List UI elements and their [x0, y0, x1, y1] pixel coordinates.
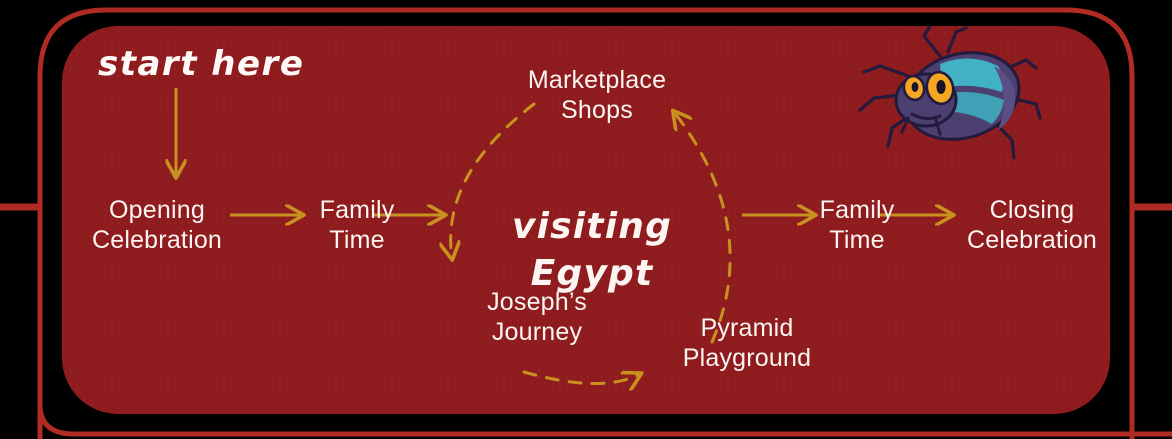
connector-joseph-to-pyramid	[522, 370, 640, 384]
node-josephs-journey[interactable]: Joseph’s Journey	[422, 288, 652, 347]
node-closing-celebration[interactable]: Closing Celebration	[922, 196, 1110, 255]
content-panel: start here Opening Celebration Family Ti…	[62, 26, 1110, 414]
flow-connectors	[62, 88, 1110, 414]
node-line-1: Family	[819, 196, 895, 224]
node-line-1: Closing	[989, 196, 1075, 224]
node-line-1: Opening	[109, 196, 205, 224]
node-line-2: Playground	[682, 343, 812, 372]
center-title-line-1: visiting	[511, 206, 673, 247]
node-line-1: Joseph’s	[487, 288, 587, 316]
node-opening-celebration[interactable]: Opening Celebration	[62, 196, 252, 255]
node-line-2: Time	[829, 225, 885, 254]
node-line-2: Time	[329, 225, 385, 254]
node-line-2: Celebration	[91, 225, 223, 254]
node-line-1: Pyramid	[700, 314, 794, 342]
frame-outline-top	[37, 7, 1135, 439]
node-line-2: Journey	[491, 317, 583, 346]
scarab-beetle-icon	[858, 26, 1042, 160]
node-line-1: Family	[319, 196, 395, 224]
node-line-2: Celebration	[966, 225, 1098, 254]
node-line-2: Shops	[561, 95, 633, 124]
center-title-visiting-egypt: visiting Egypt	[462, 204, 722, 298]
connector-marketplace-to-joseph	[451, 102, 536, 258]
frame-outline-bottom	[37, 404, 1172, 437]
node-family-time-first[interactable]: Family Time	[282, 196, 432, 255]
node-family-time-second[interactable]: Family Time	[782, 196, 932, 255]
node-line-1: Marketplace	[527, 66, 667, 94]
connector-pyramid-to-marketplace	[674, 112, 732, 344]
center-title-line-2: Egypt	[530, 252, 654, 294]
start-here-label: start here	[98, 44, 304, 84]
node-marketplace-shops[interactable]: Marketplace Shops	[482, 66, 712, 125]
start-here-text: start here	[98, 44, 305, 84]
node-pyramid-playground[interactable]: Pyramid Playground	[622, 314, 872, 373]
